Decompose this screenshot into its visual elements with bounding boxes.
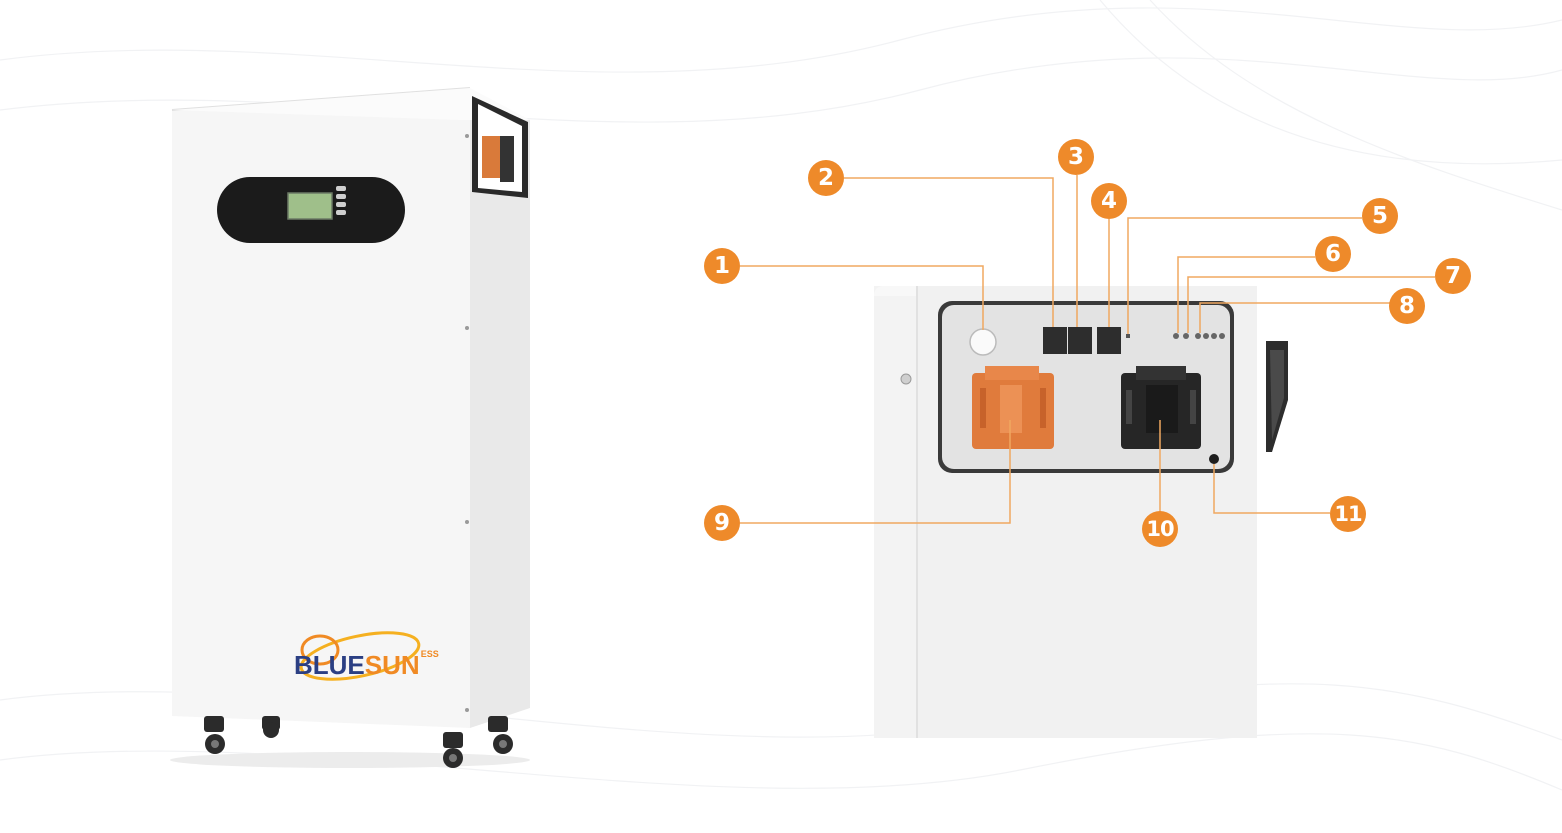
callout-8: 8 — [1389, 288, 1425, 324]
callout-3: 3 — [1058, 139, 1094, 175]
brand-logo-mark — [299, 631, 421, 681]
callout-4: 4 — [1091, 183, 1127, 219]
callout-10: 10 — [1142, 511, 1178, 547]
callout-2: 2 — [808, 160, 844, 196]
callout-9: 9 — [704, 505, 740, 541]
callout-5: 5 — [1362, 198, 1398, 234]
battery-cabinet-front — [170, 87, 530, 768]
callout-1: 1 — [704, 248, 740, 284]
brand-name-blue: BLUE — [294, 650, 365, 680]
callout-7: 7 — [1435, 258, 1471, 294]
brand-suffix: ESS — [420, 649, 439, 659]
brand-name-orange: SUN — [364, 650, 420, 680]
brand-logo: BLUESUNESS — [294, 649, 439, 680]
callout-6: 6 — [1315, 236, 1351, 272]
leader-lines — [740, 175, 1435, 524]
callout-11: 11 — [1330, 496, 1366, 532]
